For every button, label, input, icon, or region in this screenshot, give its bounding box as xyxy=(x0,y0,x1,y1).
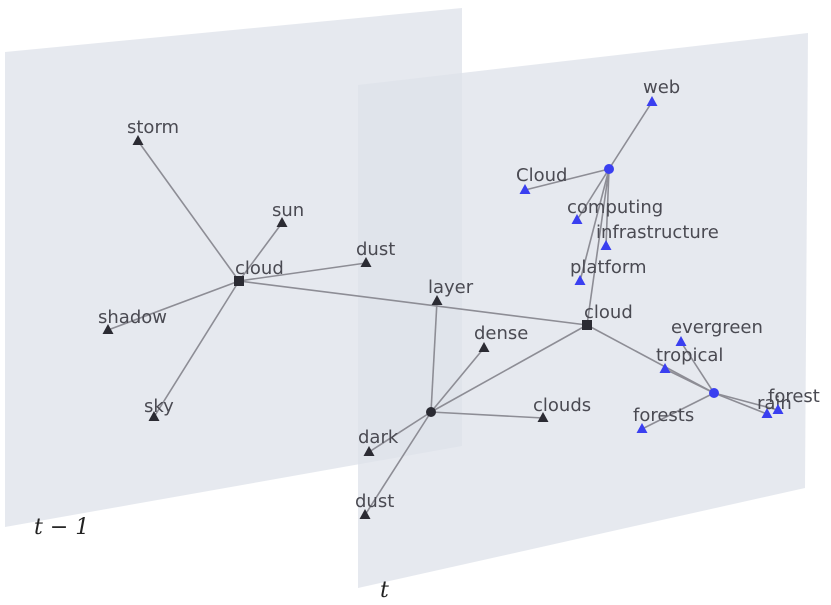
label-forest: forest xyxy=(768,386,820,407)
node-cloud_prev xyxy=(234,276,244,286)
node-platform xyxy=(574,275,586,285)
edge-dark_hub-clouds xyxy=(430,411,544,419)
node-forests xyxy=(636,423,648,433)
node-tropical xyxy=(659,363,671,373)
plane-t-minus-1 xyxy=(5,8,462,527)
label-storm: storm xyxy=(127,117,179,138)
edge-cloud_prev-dust_prev xyxy=(238,262,367,282)
edge-dark_hub-cloud_t xyxy=(430,324,588,413)
node-dust_prev xyxy=(360,257,372,267)
edge-forest_hub-forests xyxy=(641,392,715,430)
label-cloud_t: cloud xyxy=(584,302,633,323)
edge-forest_hub-forest xyxy=(713,392,779,411)
label-infrastructure: infrastructure xyxy=(596,222,719,243)
edge-forest_hub-evergreen xyxy=(680,341,715,394)
edge-cloud_prev-shadow xyxy=(107,280,240,331)
node-sun xyxy=(276,217,288,227)
node-forest_hub xyxy=(709,388,719,398)
edge-forest_hub-tropical xyxy=(664,368,715,394)
label-platform: platform xyxy=(570,257,646,278)
label-rain: rain xyxy=(757,393,792,414)
node-computing_hub xyxy=(604,164,614,174)
label-dust_prev: dust xyxy=(356,239,395,260)
edge-dark_hub-dark xyxy=(368,411,432,453)
edge-layer-dark_hub xyxy=(430,300,438,413)
edge-cloud_t-forest_hub xyxy=(586,324,715,394)
node-shadow xyxy=(102,324,114,334)
label-tropical: tropical xyxy=(656,345,723,366)
label-evergreen: evergreen xyxy=(671,317,763,338)
node-dust_t xyxy=(359,509,371,519)
label-dark: dark xyxy=(358,427,399,448)
label-dense: dense xyxy=(474,323,528,344)
edge-computing_hub-computing xyxy=(576,168,610,221)
edge-computing_hub-web xyxy=(608,101,653,170)
label-cloud_prev: cloud xyxy=(235,258,284,279)
node-clouds xyxy=(537,412,549,422)
node-storm xyxy=(132,135,144,145)
edge-computing_hub-infrastructure xyxy=(605,168,610,247)
node-rain xyxy=(761,408,773,418)
label-Cloud: Cloud xyxy=(516,165,567,186)
label-web: web xyxy=(643,77,680,98)
label-sun: sun xyxy=(272,200,304,221)
edge-cloud_prev-sun xyxy=(238,222,283,282)
node-sky xyxy=(148,411,160,421)
node-web xyxy=(646,96,658,106)
edge-dark_hub-dense xyxy=(430,347,485,413)
node-dense xyxy=(478,342,490,352)
edge-cloud_t-computing_hub xyxy=(586,168,610,326)
edge-cloud_prev-storm xyxy=(137,140,240,282)
label-shadow: shadow xyxy=(98,307,167,328)
node-dark xyxy=(363,446,375,456)
node-computing xyxy=(571,214,583,224)
node-infrastructure xyxy=(600,240,612,250)
edge-cloud_prev-sky xyxy=(153,280,240,418)
label-forests: forests xyxy=(633,405,694,426)
node-layer xyxy=(431,295,443,305)
edge-computing_hub-Cloud xyxy=(524,168,610,191)
label-computing: computing xyxy=(567,197,663,218)
edge-computing_hub-platform xyxy=(579,168,610,282)
label-layer: layer xyxy=(428,277,474,298)
node-Cloud xyxy=(519,184,531,194)
edge-forest_hub-rain xyxy=(713,392,768,415)
label-sky: sky xyxy=(144,396,174,417)
node-forest xyxy=(772,404,784,414)
edges xyxy=(107,101,779,516)
plane-t-label: t xyxy=(380,578,389,603)
node-dark_hub xyxy=(426,407,436,417)
plane-t-minus-1-label: t − 1 xyxy=(34,515,89,540)
node-cloud_t xyxy=(582,320,592,330)
label-dust_t: dust xyxy=(355,491,394,512)
edge-cloud_prev-cloud_t xyxy=(238,280,588,326)
plane-t xyxy=(358,33,808,588)
node-evergreen xyxy=(675,336,687,346)
edge-dark_hub-dust_t xyxy=(364,411,432,516)
label-clouds: clouds xyxy=(533,395,591,416)
nodes: cloud storm sun dust shadow sky cloud layer dens… xyxy=(98,77,820,519)
